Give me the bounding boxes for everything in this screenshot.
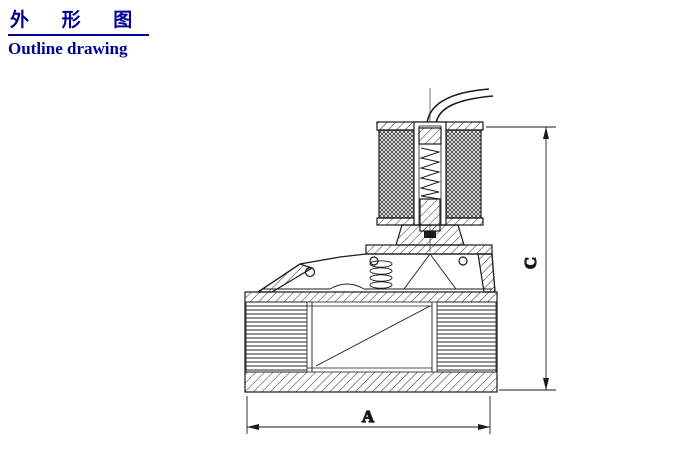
right-threaded-port — [436, 301, 497, 373]
dimension-a — [246, 396, 491, 434]
dimension-c-label: C — [521, 257, 540, 269]
dimension-c — [486, 126, 556, 391]
valve-body — [244, 291, 498, 393]
chinese-title: 外 形 图 — [8, 5, 150, 36]
lead-wires — [426, 88, 494, 125]
dimension-a-label: A — [362, 407, 375, 426]
diaphragm-chamber — [256, 253, 496, 293]
english-title: Outline drawing — [8, 39, 128, 58]
left-threaded-port — [245, 301, 308, 373]
plunger-assembly — [413, 121, 447, 238]
title-block: 外 形 图 Outline drawing — [8, 5, 150, 59]
valve-bonnet — [304, 224, 493, 278]
